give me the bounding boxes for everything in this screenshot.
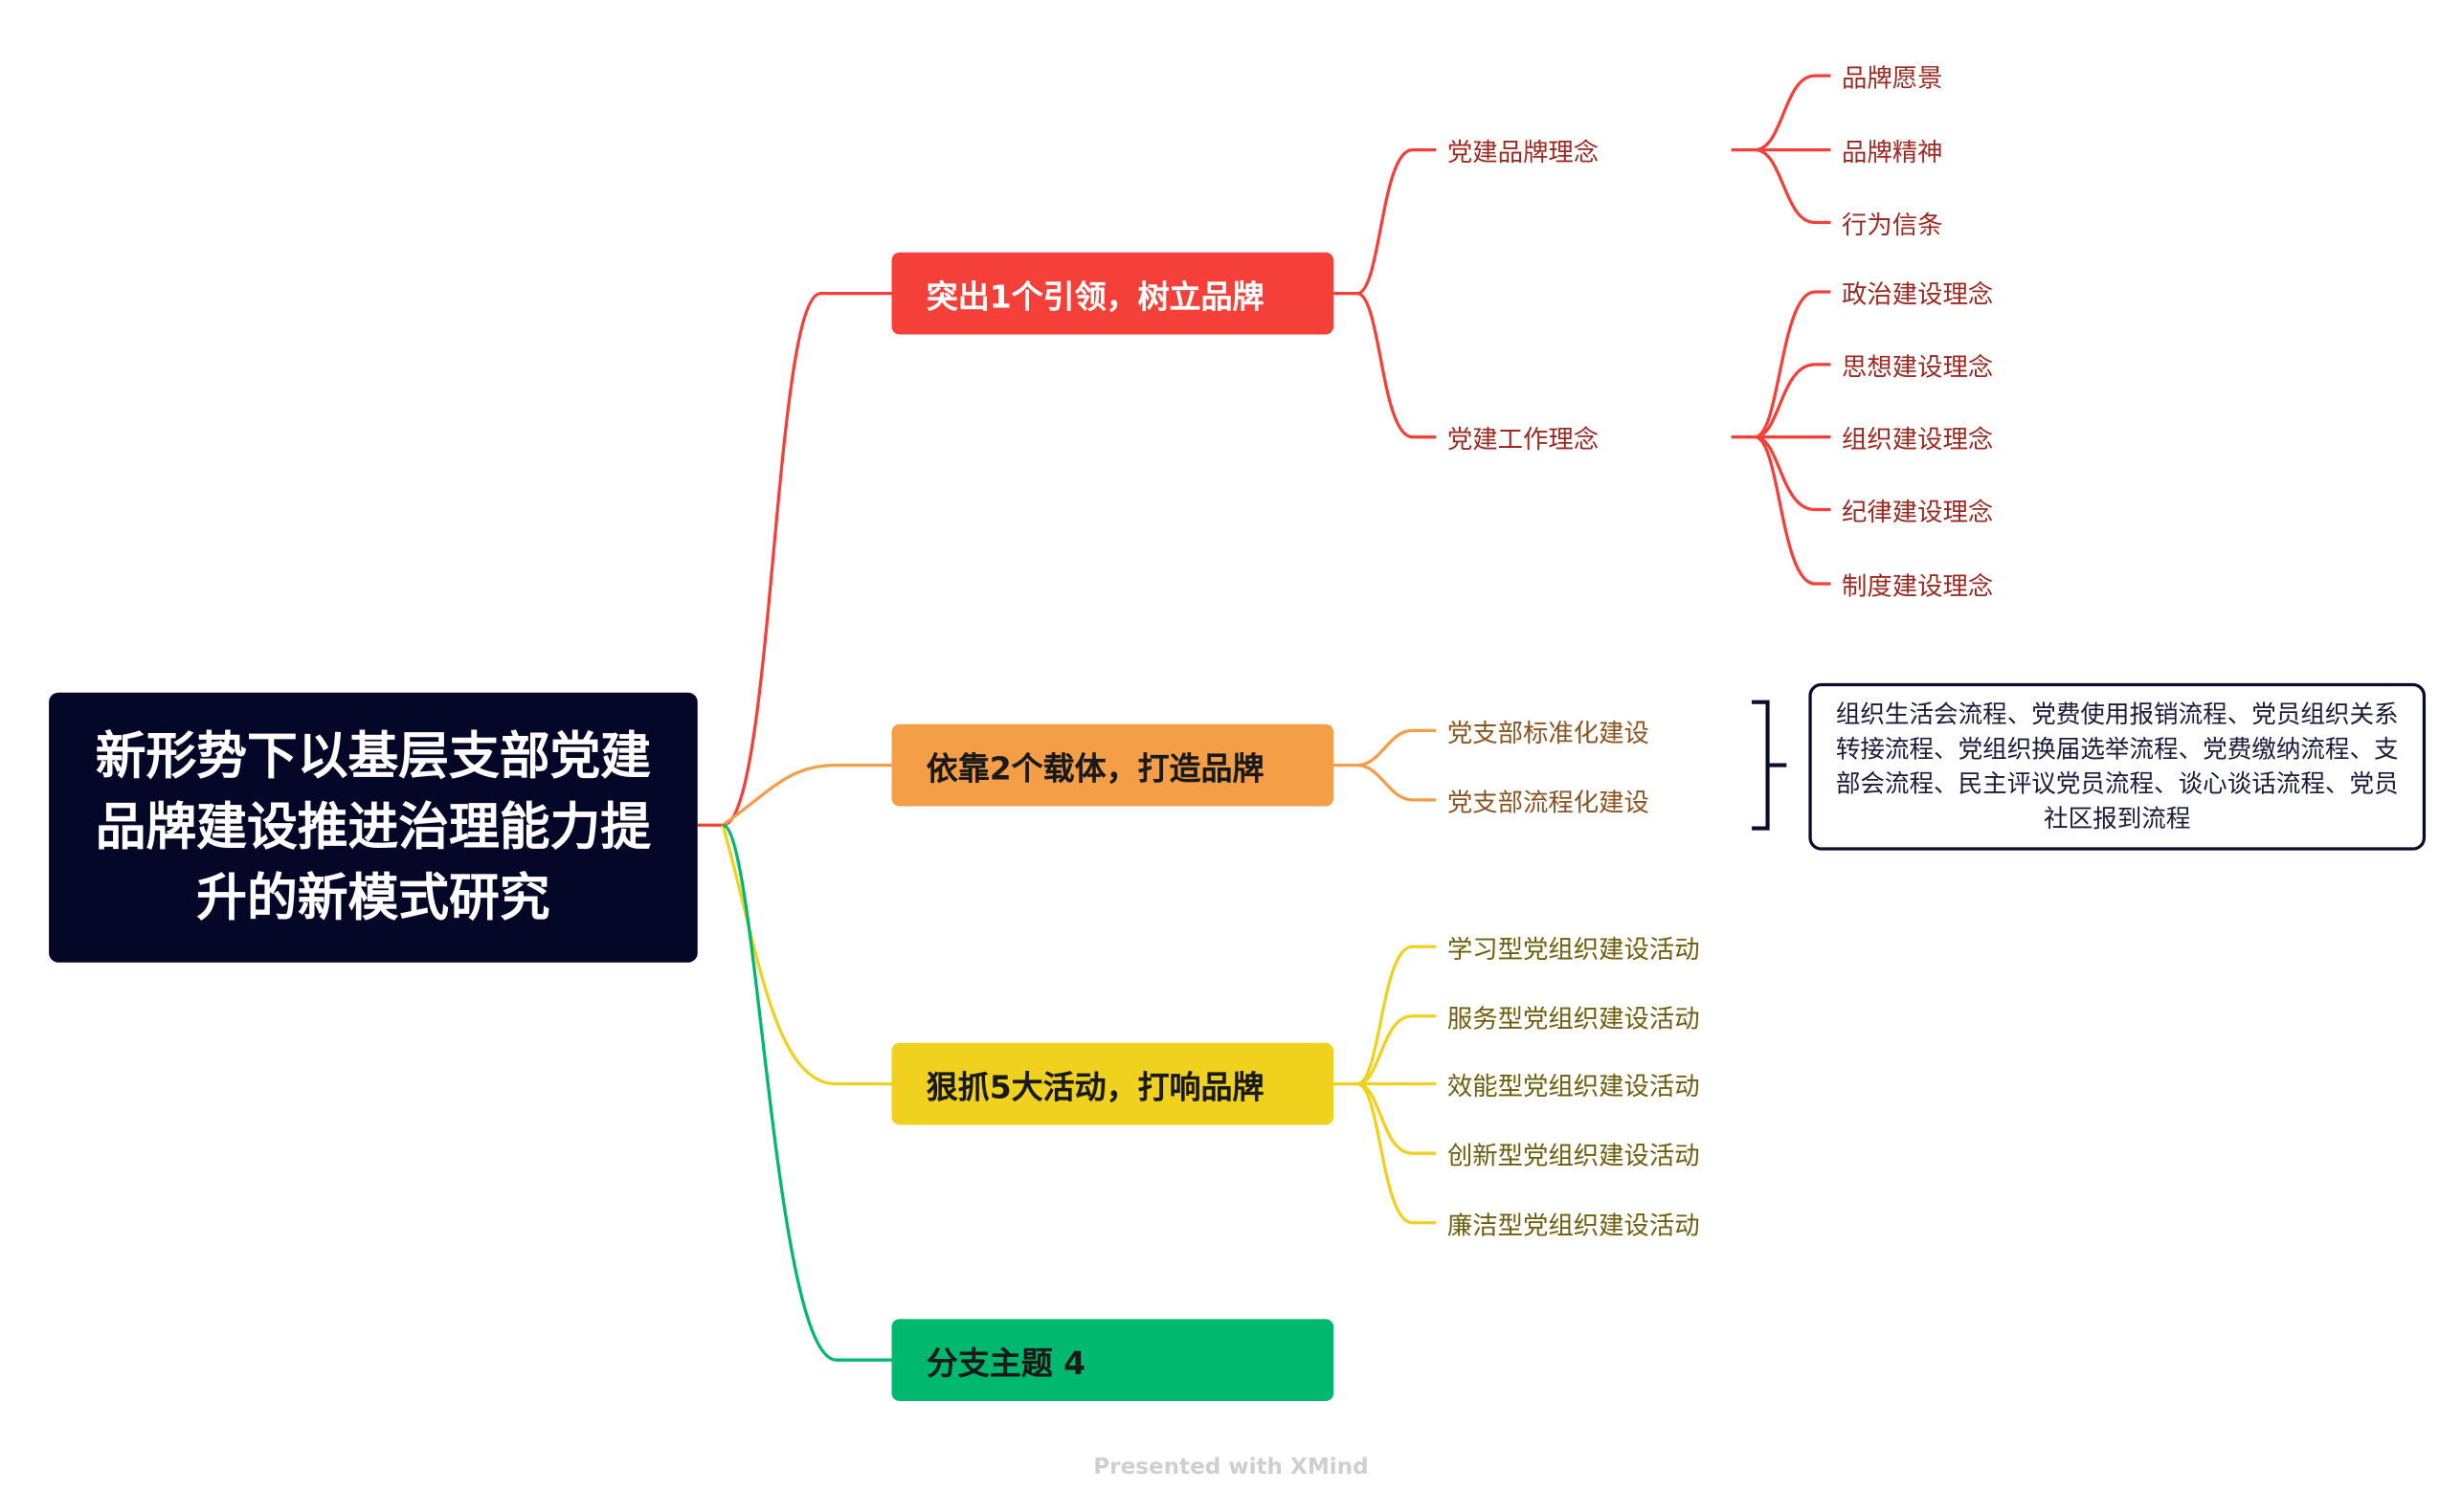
summary-box[interactable]: 组织生活会流程、党费使用报销流程、党员组织关系转接流程、党组织换届选举流程、党费…	[1808, 682, 2427, 851]
branch-topic-3[interactable]: 狠抓5大活动，打响品牌	[891, 1042, 1334, 1125]
branch-topic-1[interactable]: 突出1个引领，树立品牌	[891, 252, 1334, 335]
leaf-topic[interactable]: 品牌愿景	[1842, 62, 1943, 94]
branch-label: 分支主题 4	[926, 1343, 1086, 1382]
central-topic[interactable]: 新形势下以基层支部党建品牌建设推进治理能力提升的新模式研究	[49, 692, 698, 963]
summary-text: 组织生活会流程、党费使用报销流程、党员组织关系转接流程、党组织换届选举流程、党费…	[1835, 700, 2399, 834]
subtopic[interactable]: 效能型党组织建设活动	[1446, 1071, 1700, 1101]
leaf-topic[interactable]: 组织建设理念	[1842, 424, 1994, 455]
branch-label: 突出1个引领，树立品牌	[926, 277, 1265, 315]
branch-topic-2[interactable]: 依靠2个载体，打造品牌	[891, 723, 1334, 807]
leaf-topic[interactable]: 制度建设理念	[1842, 570, 1994, 602]
leaf-topic[interactable]: 政治建设理念	[1842, 278, 1994, 310]
leaf-topic[interactable]: 品牌精神	[1842, 137, 1943, 167]
subtopic[interactable]: 党建品牌理念	[1446, 137, 1600, 167]
subtopic[interactable]: 党支部标准化建设	[1446, 718, 1649, 748]
branch-label: 狠抓5大活动，打响品牌	[926, 1067, 1265, 1105]
central-topic-text: 新形势下以基层支部党建品牌建设推进治理能力提升的新模式研究	[95, 725, 652, 928]
subtopic[interactable]: 党支部流程化建设	[1446, 787, 1649, 818]
leaf-topic[interactable]: 行为信条	[1842, 210, 1943, 240]
subtopic[interactable]: 创新型党组织建设活动	[1446, 1141, 1700, 1171]
subtopic[interactable]: 党建工作理念	[1446, 424, 1600, 455]
watermark: Presented with XMind	[1093, 1455, 1369, 1480]
leaf-topic[interactable]: 纪律建设理念	[1842, 497, 1994, 527]
subtopic[interactable]: 服务型党组织建设活动	[1446, 1003, 1700, 1034]
branch-topic-4[interactable]: 分支主题 4	[891, 1319, 1334, 1402]
branch-label: 依靠2个载体，打造品牌	[926, 748, 1265, 787]
leaf-topic[interactable]: 思想建设理念	[1842, 351, 1994, 382]
subtopic[interactable]: 廉洁型党组织建设活动	[1446, 1210, 1700, 1240]
subtopic[interactable]: 学习型党组织建设活动	[1446, 934, 1700, 965]
